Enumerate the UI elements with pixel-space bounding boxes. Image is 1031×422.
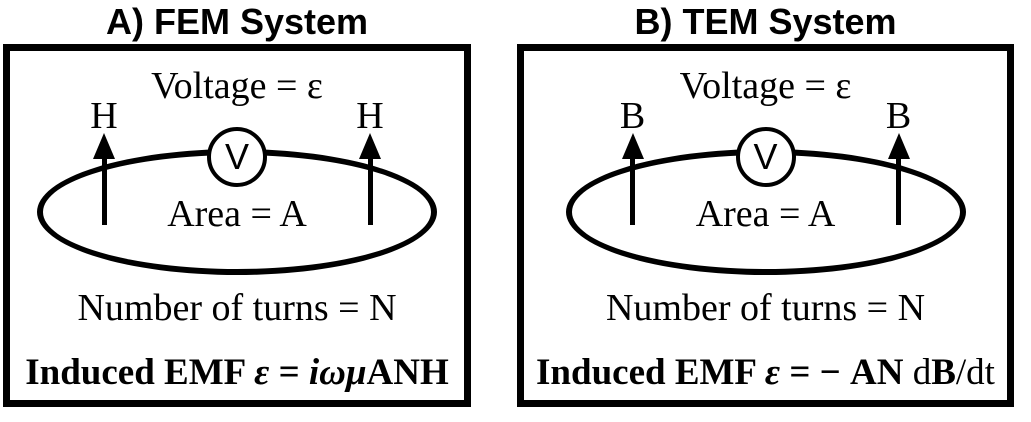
tem-turns-label: Number of turns = N	[605, 287, 926, 329]
tem-field-label-right: B	[885, 95, 912, 137]
formula-bold-group: ANH	[366, 352, 449, 393]
formula-equals: = −	[780, 352, 851, 393]
arrow-shaft	[367, 158, 373, 225]
arrow-head	[621, 133, 644, 159]
formula-lead: Induced EMF	[25, 352, 255, 393]
tem-voltmeter-label: V	[753, 136, 778, 177]
formula-normal-2: /dt	[955, 352, 995, 393]
tem-panel: B) TEM System Voltage = ε B B V Area = A…	[517, 0, 1014, 407]
tem-emf-formula: Induced EMF ε = − AN dB/dt	[524, 352, 1007, 393]
formula-normal-1: d	[903, 352, 932, 393]
fem-up-arrow-left-icon	[93, 133, 115, 225]
tem-voltmeter-circle: V	[735, 127, 796, 187]
tem-field-label-left: B	[619, 95, 646, 137]
fem-field-label-right: H	[356, 95, 384, 137]
arrow-head	[887, 133, 910, 159]
formula-bold-2: B	[931, 352, 956, 393]
tem-panel-title: B) TEM System	[634, 1, 897, 42]
fem-turns-label: Number of turns = N	[77, 287, 397, 329]
fem-diagram-box: Voltage = ε H H V Area = A Number of tur…	[3, 44, 471, 407]
arrow-head	[93, 133, 115, 159]
arrow-shaft	[896, 158, 901, 225]
fem-voltage-label: Voltage = ε	[151, 65, 323, 107]
fem-voltmeter-circle: V	[207, 127, 267, 187]
formula-equals: =	[269, 352, 309, 393]
fem-emf-formula: Induced EMF ε = iωμANH	[10, 352, 464, 393]
formula-epsilon: ε	[254, 352, 270, 393]
tem-voltage-label: Voltage = ε	[679, 65, 852, 107]
arrow-head	[359, 133, 381, 159]
formula-lead: Induced EMF	[536, 352, 765, 393]
arrow-shaft	[101, 158, 107, 225]
fem-panel-title: A) FEM System	[105, 1, 369, 42]
formula-epsilon: ε	[764, 352, 781, 393]
fem-panel: A) FEM System Voltage = ε H H V Area = A…	[3, 0, 471, 407]
fem-voltmeter-label: V	[224, 136, 249, 177]
formula-italic-group: iωμ	[308, 352, 367, 393]
fem-up-arrow-right-icon	[359, 133, 381, 225]
fem-field-label-left: H	[90, 95, 118, 137]
tem-diagram-box: Voltage = ε B B V Area = A Number of tur…	[517, 44, 1014, 407]
tem-up-arrow-right-icon	[887, 133, 910, 225]
arrow-shaft	[630, 158, 635, 225]
tem-up-arrow-left-icon	[621, 133, 644, 225]
formula-bold-group: AN	[850, 352, 904, 393]
